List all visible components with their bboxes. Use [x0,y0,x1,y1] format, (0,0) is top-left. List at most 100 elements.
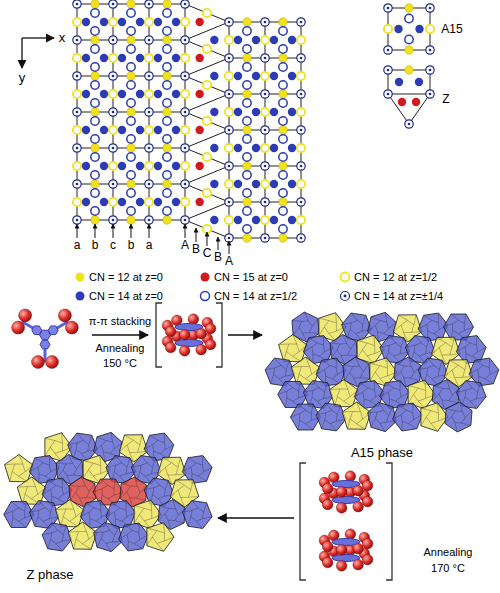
atom-dot [76,111,79,114]
polyhedron-edge [56,500,85,527]
atom [261,54,269,62]
atom [297,144,305,152]
polyhedron-edge [42,523,72,551]
polyhedron-face [287,388,299,402]
polyhedron-face [452,411,465,423]
atom [270,216,278,224]
atom-dot [300,165,303,168]
atom [225,144,233,152]
atom [91,0,99,8]
polyhedron-face [191,463,204,476]
atom [82,198,90,206]
atom [100,162,108,170]
polyhedron [182,501,212,529]
red-sphere [58,309,71,322]
polyhedron [316,403,346,431]
atom [172,198,180,206]
atom [163,117,171,125]
atom-dot [148,111,151,114]
atom [73,198,81,206]
polyhedron [5,455,34,482]
atom [127,135,135,143]
atom [181,18,189,26]
polyhedron [368,402,397,431]
atom-dot [76,219,79,222]
polyhedron-face [165,508,178,520]
atom [384,4,392,12]
polyhedron-face [89,508,102,521]
bracket-right [216,303,222,367]
atom [91,153,99,161]
atom [225,72,233,80]
polyhedron-edge [316,403,346,431]
process-label: 170 °C [431,562,465,574]
atom-dot [429,7,432,10]
atom-dot [112,183,115,186]
atom [415,78,423,86]
atom [145,162,153,170]
atom [82,54,90,62]
interface-line [185,58,229,76]
polyhedron-face [51,530,64,543]
atom-dot [184,111,187,114]
polyhedron-edge [368,402,397,431]
atom [243,18,251,26]
atom-dot [264,165,267,168]
atom [181,144,189,152]
red-sphere [32,356,45,369]
atom [154,18,162,26]
atom [297,180,305,188]
polyhedron-face [38,463,51,476]
atom [109,180,117,188]
atom [91,99,99,107]
atom [145,90,153,98]
atom [384,90,392,98]
red-sphere [353,485,364,496]
atom [91,135,99,143]
atom [297,18,305,26]
polyhedron-face [363,343,375,356]
atom [100,198,108,206]
legend-text: CN = 14 at z=0 [89,290,163,302]
atom [203,117,211,125]
polyhedron-face [38,508,51,521]
atom [234,180,242,188]
process-label: 150 °C [103,357,137,369]
atom [91,216,99,224]
polyhedron-face [453,320,465,334]
a15-phase-structure [265,312,499,432]
atom [118,126,126,134]
atom [109,90,117,98]
layer-arrow [131,224,132,238]
legend-text: CN = 12 at z=1/2 [354,271,437,283]
atom-dot [300,237,303,240]
interface-line [185,22,229,40]
polyhedron-face [101,441,114,454]
atom [163,108,171,116]
polyhedron-face [165,463,178,475]
polyhedron-face [178,485,191,497]
atom [297,36,305,44]
atom [172,162,180,170]
atom [73,144,81,152]
polyhedron-face [312,343,325,356]
layer-arrow [196,228,197,242]
atom [100,18,108,26]
atom [288,36,296,44]
atom-dot [184,39,187,42]
polyhedron-edge [444,314,474,340]
atom [172,18,180,26]
red-sphere [345,471,356,482]
polyhedron-face [76,531,89,543]
atom [195,126,203,134]
atom [395,78,403,86]
polyhedron [393,403,423,431]
grid-line [229,166,301,167]
polyhedron-face [401,366,414,378]
atom [109,216,117,224]
legend-item [341,292,350,301]
red-sphere [322,541,333,552]
atom [426,90,434,98]
polyhedron-edge [393,403,423,431]
atom [163,144,171,152]
